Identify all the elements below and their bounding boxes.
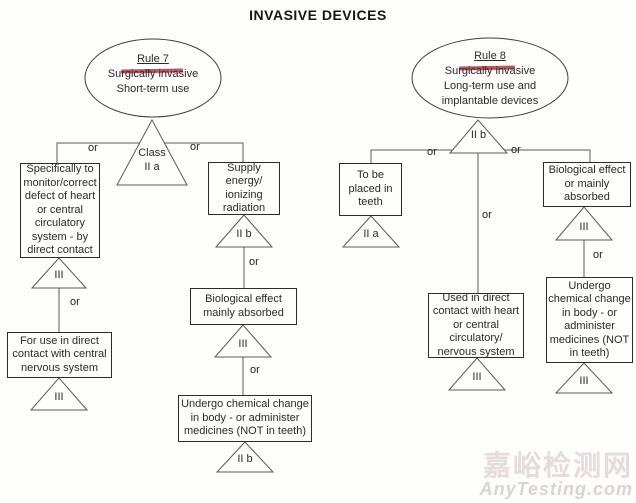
- rule8-right-connector: [504, 149, 591, 162]
- rule7-left-tri2: [29, 377, 89, 411]
- or-label: or: [511, 144, 521, 156]
- rule7-label: Rule 7: [137, 53, 169, 65]
- rule8-node: Rule 8 Surgically invasive Long-term use …: [412, 49, 568, 109]
- rule7-class-label: Class II a: [138, 147, 166, 173]
- rule7-right-tri2-label: III: [238, 338, 248, 350]
- rule8-desc: Surgically invasive Long-term use and im…: [441, 65, 539, 107]
- or-label: or: [250, 364, 260, 376]
- or-label: or: [482, 209, 492, 221]
- rule7-right-tri3-label: II b: [237, 453, 253, 465]
- rule8-class-label: II b: [470, 129, 487, 141]
- rule8-mid-tri1: [447, 357, 507, 391]
- or-label: or: [190, 141, 200, 153]
- rule7-class-triangle: [116, 118, 188, 186]
- rule7-right-box3: Undergo chemical change in body - or adm…: [178, 395, 312, 442]
- or-label: or: [70, 296, 80, 308]
- rule7-node: Rule 7 Surgically invasive Short-term use: [85, 52, 221, 97]
- rule8-right-box2: Undergo chemical change in body - or adm…: [546, 277, 633, 363]
- rule7-right-connector: [164, 142, 244, 162]
- rule8-right-box1: Biological effect or mainly absorbed: [543, 162, 631, 207]
- rule8-right-tri2: [554, 362, 614, 394]
- rule7-left-tri2-label: III: [54, 391, 64, 403]
- rule7-desc: Surgically invasive Short-term use: [107, 68, 199, 95]
- rule7-right-tri1-label: II b: [236, 228, 252, 240]
- rule8-right-tri1-label: III: [579, 221, 589, 233]
- rule8-label: Rule 8: [474, 50, 506, 62]
- rule8-left-connector: [370, 149, 452, 163]
- rule8-left-tri1-label: II a: [363, 228, 379, 240]
- or-label: or: [427, 146, 437, 158]
- rule8-ellipse: [411, 37, 569, 119]
- rule8-mid-tri1-label: III: [472, 371, 482, 383]
- rule7-right-tri3: [215, 441, 275, 473]
- rule7-right-box1: Supply energy/ ionizing radiation: [208, 162, 280, 215]
- rule7-ellipse: [84, 38, 222, 118]
- page-title: INVASIVE DEVICES: [249, 7, 387, 23]
- rule7-right-box2: Biological effect mainly absorbed: [190, 288, 297, 325]
- or-label: or: [249, 256, 259, 268]
- rule7-left-box2: For use in direct contact with central n…: [7, 332, 112, 378]
- or-label: or: [593, 249, 603, 261]
- rule8-left-tri1: [341, 215, 401, 248]
- rule7-left-tri1-label: III: [54, 269, 64, 281]
- rule8-left-box1: To be placed in teeth: [339, 163, 402, 216]
- rule7-left-connector: [56, 142, 140, 163]
- rule7-left-box1: Specifically to monitor/correct defect o…: [20, 163, 100, 258]
- rule8-mid-box1: Used in direct contact with heart or cen…: [428, 292, 524, 358]
- or-label: or: [88, 142, 98, 154]
- rule8-right-tri2-label: III: [579, 375, 589, 387]
